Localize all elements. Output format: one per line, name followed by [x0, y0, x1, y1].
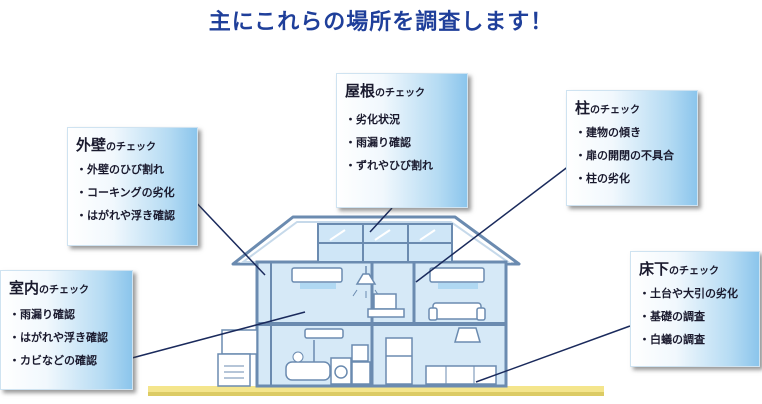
- pillar-check-list: ・建物の傾き ・扉の開閉の不具合 ・柱の劣化: [575, 121, 674, 190]
- sofa: [428, 302, 486, 321]
- list-item: ・柱の劣化: [575, 172, 630, 185]
- underfloor-check-list: ・土台や大引の劣化 ・基礎の調査 ・白蟻の調査: [639, 282, 738, 351]
- pillar-check-box: 柱のチェック ・建物の傾き ・扉の開閉の不具合 ・柱の劣化: [566, 90, 698, 206]
- roof-check-box: 屋根のチェック ・劣化状況 ・雨漏り確認 ・ずれやひび割れ: [336, 73, 468, 208]
- leader-line-interior: [131, 311, 306, 359]
- roof-check-heading: 屋根のチェック: [345, 80, 425, 101]
- interior-check-box: 室内のチェック ・雨漏り確認 ・はがれや浮き確認 ・カビなどの確認: [0, 270, 133, 390]
- underfloor-check-heading: 床下のチェック: [639, 258, 719, 279]
- air-conditioner-right: [429, 267, 485, 289]
- pillar-check-heading: 柱のチェック: [575, 97, 640, 118]
- list-item: ・カビなどの確認: [9, 354, 97, 367]
- list-item: ・はがれや浮き確認: [76, 209, 175, 222]
- ground-shadow: [148, 392, 604, 396]
- tv-stand: [367, 293, 405, 318]
- washing-machine: [330, 357, 352, 385]
- wall-check-list: ・外壁のひび割れ ・コーキングの劣化 ・はがれや浮き確認: [76, 158, 175, 227]
- leader-line-roof: [369, 207, 393, 233]
- kitchen: [425, 365, 497, 385]
- refrigerator: [385, 337, 413, 385]
- list-item: ・劣化状況: [345, 113, 400, 126]
- wall-check-suffix: のチェック: [106, 142, 157, 153]
- ground-strip: [148, 386, 604, 395]
- list-item: ・白蟻の調査: [639, 333, 705, 346]
- page-title: 主にこれらの場所を調査します！: [208, 10, 554, 35]
- list-item: ・雨漏り確認: [9, 308, 75, 321]
- interior-check-suffix: のチェック: [39, 285, 90, 296]
- interior-check-heading: 室内のチェック: [9, 277, 89, 298]
- leader-line-pillar: [415, 149, 591, 283]
- ceiling-lamp: [352, 266, 380, 298]
- roof-check-list: ・劣化状況 ・雨漏り確認 ・ずれやひび割れ: [345, 108, 433, 177]
- leader-line-underfloor: [475, 325, 631, 383]
- leader-line-wall: [189, 195, 266, 276]
- outdoor-unit: [217, 329, 258, 387]
- interior-check-label: 室内: [9, 279, 40, 297]
- roof-check-suffix: のチェック: [375, 88, 426, 99]
- underfloor-check-suffix: のチェック: [669, 266, 720, 277]
- bathroom: [285, 340, 331, 381]
- underfloor-check-label: 床下: [639, 260, 670, 278]
- pillar-check-suffix: のチェック: [590, 105, 641, 116]
- lower-air-conditioner: [304, 328, 344, 339]
- interior-check-list: ・雨漏り確認 ・はがれや浮き確認 ・カビなどの確認: [9, 303, 108, 372]
- list-item: ・雨漏り確認: [345, 136, 411, 149]
- list-item: ・扉の開閉の不具合: [575, 149, 674, 162]
- solar-panel: [317, 223, 453, 263]
- washstand: [351, 344, 371, 385]
- list-item: ・外壁のひび割れ: [76, 163, 164, 176]
- wall-check-heading: 外壁のチェック: [76, 134, 156, 155]
- list-item: ・土台や大引の劣化: [639, 287, 738, 300]
- leader-lines: [131, 149, 631, 383]
- list-item: ・はがれや浮き確認: [9, 331, 108, 344]
- underfloor-check-box: 床下のチェック ・土台や大引の劣化 ・基礎の調査 ・白蟻の調査: [630, 251, 760, 367]
- air-conditioner-left: [291, 267, 343, 289]
- roof-check-label: 屋根: [345, 82, 376, 100]
- list-item: ・コーキングの劣化: [76, 186, 175, 199]
- wall-check-label: 外壁: [76, 136, 107, 154]
- list-item: ・ずれやひび割れ: [345, 159, 433, 172]
- wall-check-box: 外壁のチェック ・外壁のひび割れ ・コーキングの劣化 ・はがれや浮き確認: [67, 127, 198, 246]
- pillar-check-label: 柱: [575, 99, 591, 117]
- list-item: ・基礎の調査: [639, 310, 705, 323]
- range-hood: [454, 327, 481, 343]
- list-item: ・建物の傾き: [575, 126, 641, 139]
